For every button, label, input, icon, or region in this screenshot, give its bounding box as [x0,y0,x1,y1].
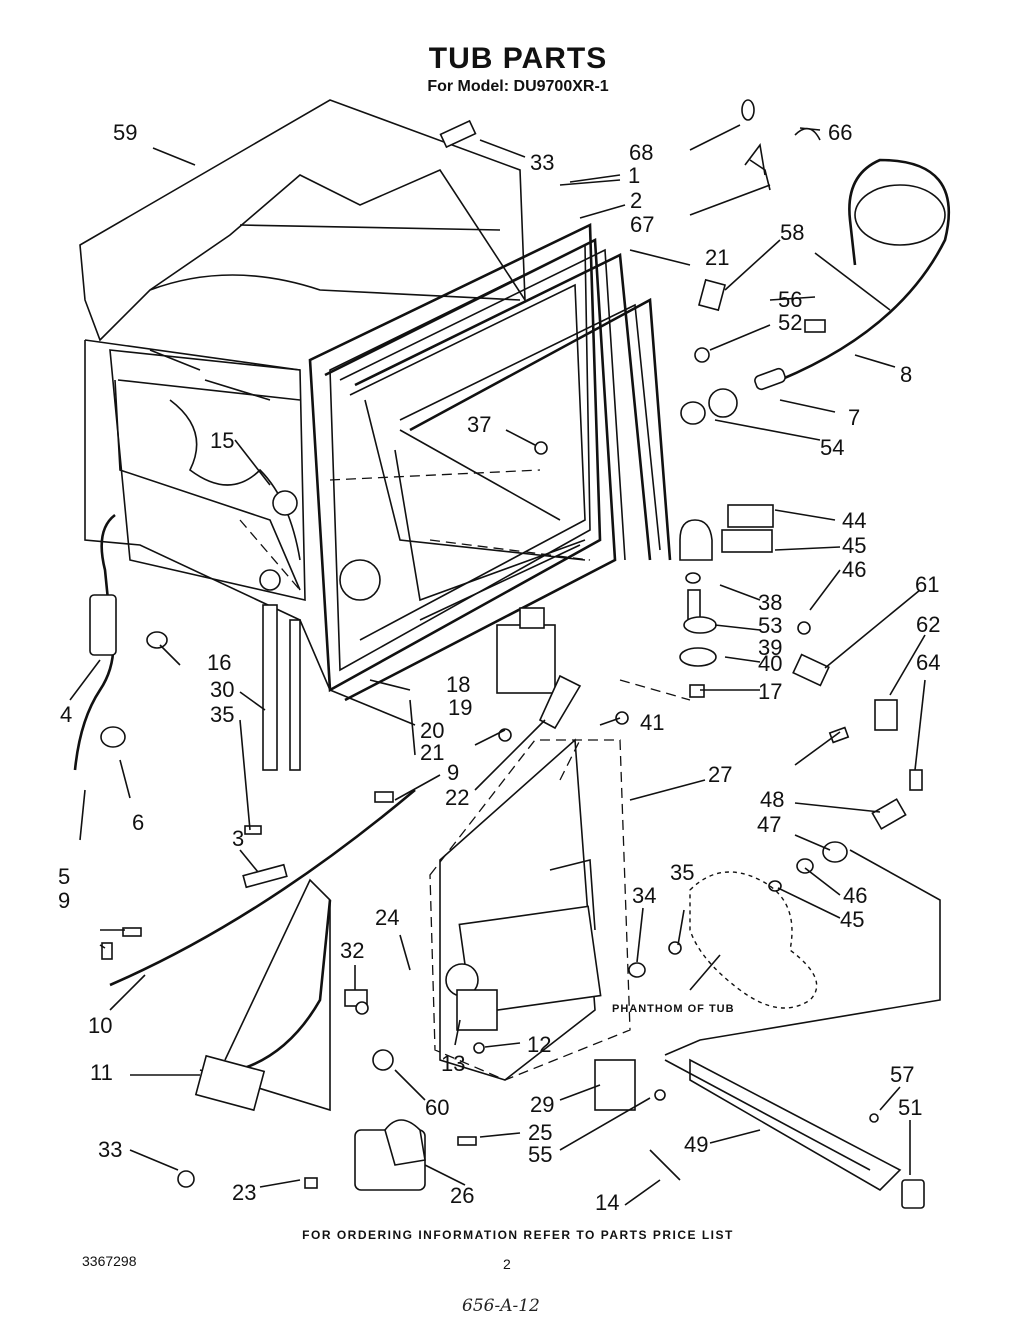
callout-66: 66 [828,120,852,145]
side-rails [109,604,416,987]
callout-1: 1 [628,163,640,188]
callout-9-mid: 9 [447,760,459,785]
callout-6: 6 [132,810,144,835]
callout-45: 45 [842,533,866,558]
handwritten-code: 656-A-12 [462,1296,540,1316]
model-subtitle: For Model: DU9700XR-1 [427,78,609,95]
callout-38: 38 [758,590,782,615]
page-title: TUB PARTS [428,42,608,75]
callout-22: 22 [445,785,469,810]
misc-fasteners [100,99,925,1209]
callout-33: 33 [98,1137,122,1162]
document-number: 3367298 [82,1253,137,1269]
callout-50: 48 [760,787,784,812]
callout-29: 30 [210,677,234,702]
lower-frame-left [194,878,426,1191]
callout-60: 59 [113,120,137,145]
callout-5: 5 [58,864,70,889]
callout-9-left: 9 [58,888,70,913]
callout-54: 53 [758,613,782,638]
callout-46: 46 [842,557,866,582]
callout-23: 23 [232,1180,256,1205]
callout-12: 12 [527,1032,551,1057]
callout-37: 37 [467,412,491,437]
callout-17: 17 [758,679,782,704]
callout-27: 27 [708,762,732,787]
page-number: 2 [503,1256,511,1272]
callout-56: 55 [528,1142,552,1167]
callout-7: 7 [848,405,860,430]
callout-11: 11 [90,1060,113,1085]
callout-51: 49 [684,1132,708,1157]
callout-4: 4 [60,702,72,727]
callout-26: 26 [450,1183,474,1208]
callout-21-bottom: 21 [420,740,444,765]
callout-63: 62 [916,612,940,637]
callout-8: 8 [900,362,912,387]
callout-labels: 59 33 1 2 68 66 67 21 58 56 52 8 7 54 37… [58,120,940,1215]
pump-parts [679,504,774,698]
callout-24: 24 [375,905,399,930]
callout-13: 13 [441,1051,465,1076]
callout-61: 60 [425,1095,449,1120]
base-rail [664,849,941,1192]
callout-58: 57 [890,1062,914,1087]
callout-52: 51 [898,1095,922,1120]
callout-30: 33 [530,150,554,175]
callout-32: 35 [210,702,234,727]
callout-10: 10 [88,1013,112,1038]
callout-55: 54 [820,435,844,460]
callout-25: 25 [528,1120,552,1145]
callout-14: 14 [595,1190,619,1215]
leader-lines [69,124,926,1206]
callout-28: 29 [530,1092,554,1117]
callout-39: 39 [758,635,782,660]
bracket-parts [439,119,891,730]
callout-35: 35 [670,860,694,885]
callout-15: 15 [210,428,234,453]
tub-outline [79,99,672,702]
callout-18: 18 [446,672,470,697]
phantom-tub [689,871,818,1009]
drain-hose [73,513,117,771]
callout-62: 61 [915,572,939,597]
callout-21-top: 21 [705,245,729,270]
callout-59: 58 [780,220,804,245]
door-frame [429,738,631,1081]
hose-assembly [754,158,950,391]
callout-68: 68 [629,140,653,165]
callout-34: 34 [632,883,656,908]
callout-67: 67 [630,212,654,237]
callout-16: 16 [207,650,231,675]
callout-19: 19 [448,695,472,720]
dashed-reference-lines [239,469,691,781]
callout-44: 44 [842,508,866,533]
ordering-note: FOR ORDERING INFORMATION REFER TO PARTS … [302,1228,734,1242]
callout-65: 64 [916,650,940,675]
callout-3: 3 [232,826,244,851]
callout-47: 45 [840,907,864,932]
callout-41: 41 [640,710,664,735]
callout-40: 40 [758,651,782,676]
callout-57: 56 [778,287,802,312]
callout-2: 2 [630,188,642,213]
callout-20: 20 [420,718,444,743]
callout-31: 32 [340,938,364,963]
phantom-tub-note: PHANTHOM OF TUB [612,1003,735,1015]
callout-49: 47 [757,812,781,837]
callout-53: 52 [778,310,802,335]
callout-48: 46 [843,883,867,908]
